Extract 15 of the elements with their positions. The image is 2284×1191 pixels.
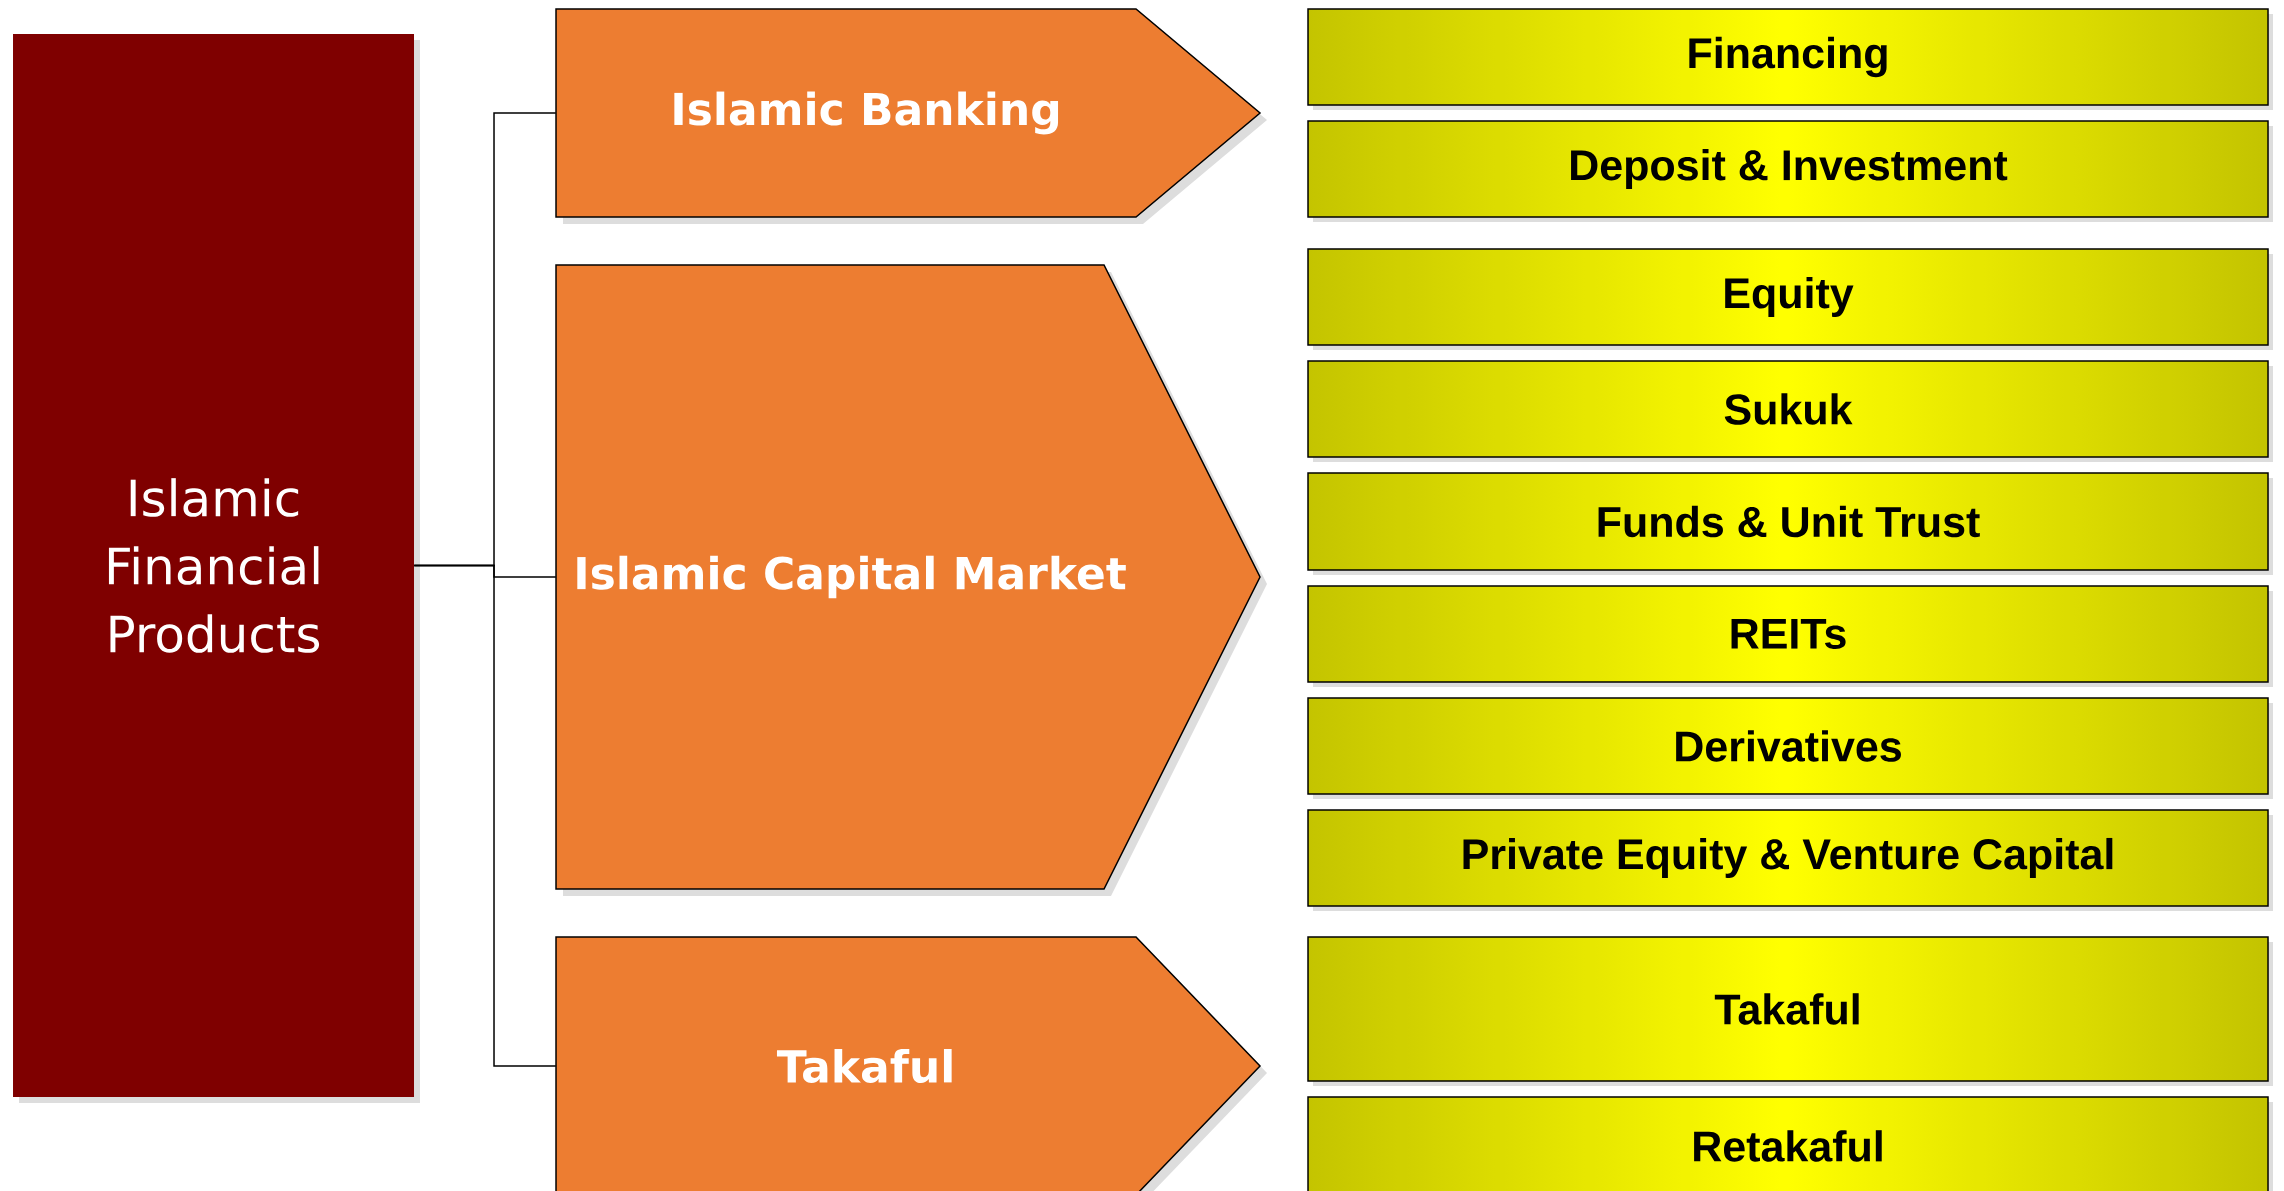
connector-line [413, 564, 557, 1067]
pentagon-arrow-box: Islamic Banking [555, 8, 1267, 224]
product-box: Financing [1307, 8, 2273, 110]
category-box: Islamic Financial Products [13, 34, 420, 1103]
product-box: Equity [1307, 248, 2273, 350]
product-box: Retakaful [1307, 1096, 2273, 1191]
product-box: Derivatives [1307, 697, 2273, 799]
product-box: Private Equity & Venture Capital [1307, 809, 2273, 911]
product-box: REITs [1307, 585, 2273, 687]
product-box: Takaful [1307, 936, 2273, 1086]
pentagon-arrow-box: Takaful [555, 936, 1267, 1191]
product-box: Funds & Unit Trust [1307, 472, 2273, 575]
pentagon-arrow-box: Islamic Capital Market [555, 264, 1267, 896]
product-box: Deposit & Investment [1307, 120, 2273, 222]
product-box: Sukuk [1307, 360, 2273, 462]
